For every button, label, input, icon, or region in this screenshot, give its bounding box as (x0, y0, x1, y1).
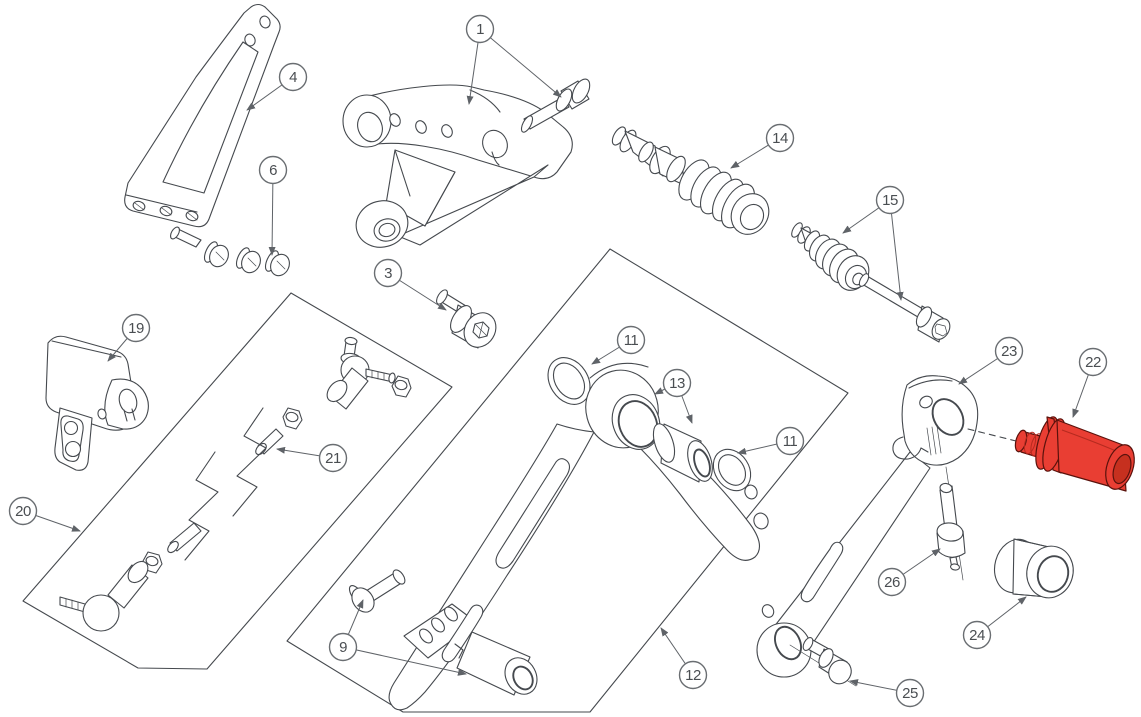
o-ring-11-left (547, 357, 591, 405)
bushing-13 (652, 423, 713, 483)
callout-circle-19[interactable] (121, 313, 151, 343)
callout-number-24: 24 (969, 627, 985, 644)
part-24-roller (993, 538, 1074, 599)
callout-circle-12[interactable] (678, 660, 708, 690)
part-19-clamp-block (45, 335, 149, 471)
callout-number-14: 14 (772, 130, 788, 147)
callout-20[interactable]: 20 (8, 496, 81, 532)
rod-end-upper (326, 336, 396, 410)
shift-lever-12 (388, 362, 769, 711)
callout-15[interactable]: 15 (842, 185, 905, 301)
part-6-screw-set (170, 226, 290, 277)
part-26-pin-and-sleeve (936, 466, 966, 581)
callout-12[interactable]: 12 (660, 627, 708, 690)
callout-circle-15[interactable] (875, 185, 905, 215)
callout-number-20: 20 (15, 503, 31, 520)
callout-circle-22[interactable] (1078, 347, 1108, 377)
jam-nut-a (391, 375, 412, 398)
callout-11-2[interactable]: 11 (737, 426, 805, 456)
callout-circle-26[interactable] (877, 567, 907, 597)
leader-line-1 (479, 28, 562, 98)
callout-number-21: 21 (325, 450, 341, 467)
leader-line-15 (889, 199, 904, 301)
callout-circle-11-2[interactable] (775, 426, 805, 456)
callout-circle-20[interactable] (8, 496, 38, 526)
part-25-clevis-pin (789, 636, 857, 687)
callout-circle-9[interactable] (328, 632, 358, 662)
callout-9[interactable]: 9 (328, 599, 467, 676)
callout-circle-3[interactable] (373, 258, 403, 288)
callout-24[interactable]: 24 (962, 596, 1027, 650)
shift-lever-assembly (348, 357, 769, 711)
part-3-socket-screw (436, 289, 497, 349)
callout-1[interactable]: 1 (465, 14, 562, 105)
callout-layer: 4 1 6 3 14 15 19 20 21 11 13 11 12 9 23 22 26 24 25 (8, 14, 1108, 708)
callout-3[interactable]: 3 (373, 258, 447, 311)
part-1-peg-bracket-arm (342, 84, 573, 248)
callout-11[interactable]: 11 (591, 325, 646, 365)
callout-number-11-2: 11 (783, 433, 798, 450)
callout-number-9: 9 (339, 639, 347, 656)
callout-6[interactable]: 6 (258, 155, 288, 256)
part-22-shift-pin-highlighted[interactable] (1013, 415, 1139, 493)
leader-line-9 (342, 646, 467, 676)
callout-number-23: 23 (1001, 343, 1017, 360)
callout-13[interactable]: 13 (654, 368, 693, 424)
callout-number-11: 11 (624, 332, 639, 349)
callout-circle-14[interactable] (765, 123, 795, 153)
callout-21[interactable]: 21 (276, 443, 348, 473)
part-23-shift-arm (756, 375, 979, 678)
callout-number-3: 3 (384, 265, 392, 282)
rod-end-lower (59, 560, 149, 632)
callout-circle-1[interactable] (465, 14, 495, 44)
callout-14[interactable]: 14 (730, 123, 795, 169)
callout-26[interactable]: 26 (877, 548, 941, 597)
callout-circle-6[interactable] (258, 155, 288, 185)
callout-circle-23[interactable] (994, 336, 1024, 366)
part-4-bracket-plate (124, 3, 281, 228)
callout-19[interactable]: 19 (107, 313, 151, 362)
callout-number-19: 19 (128, 320, 144, 337)
assembly-box-12 (286, 248, 849, 713)
callout-number-13: 13 (669, 375, 685, 392)
callout-number-25: 25 (902, 685, 918, 702)
callout-circle-11[interactable] (616, 325, 646, 355)
toe-peg-9 (454, 631, 538, 696)
callout-4[interactable]: 4 (246, 62, 308, 111)
tie-rod-assembly (59, 336, 412, 632)
callout-number-12: 12 (685, 667, 701, 684)
callout-circle-21[interactable] (318, 443, 348, 473)
callout-circle-4[interactable] (278, 62, 308, 92)
callout-number-1: 1 (476, 21, 484, 38)
callout-25[interactable]: 25 (849, 678, 925, 708)
callout-circle-25[interactable] (895, 678, 925, 708)
callout-number-22: 22 (1085, 354, 1101, 371)
tie-rod-with-breaks (167, 407, 284, 561)
callout-circle-24[interactable] (962, 620, 992, 650)
part-15-bolt (858, 273, 951, 343)
callout-circle-13[interactable] (662, 368, 692, 398)
jam-nut-b (282, 407, 303, 430)
o-ring-11-right (712, 448, 752, 492)
alignment-centerline (967, 428, 1017, 442)
callout-number-15: 15 (882, 192, 898, 209)
part-14-footpeg (611, 126, 770, 235)
callout-22[interactable]: 22 (1072, 347, 1108, 418)
part-1-screw (520, 78, 591, 133)
callout-number-6: 6 (269, 162, 277, 179)
callout-number-26: 26 (884, 574, 900, 591)
callout-number-4: 4 (289, 69, 297, 86)
callout-23[interactable]: 23 (958, 336, 1024, 385)
